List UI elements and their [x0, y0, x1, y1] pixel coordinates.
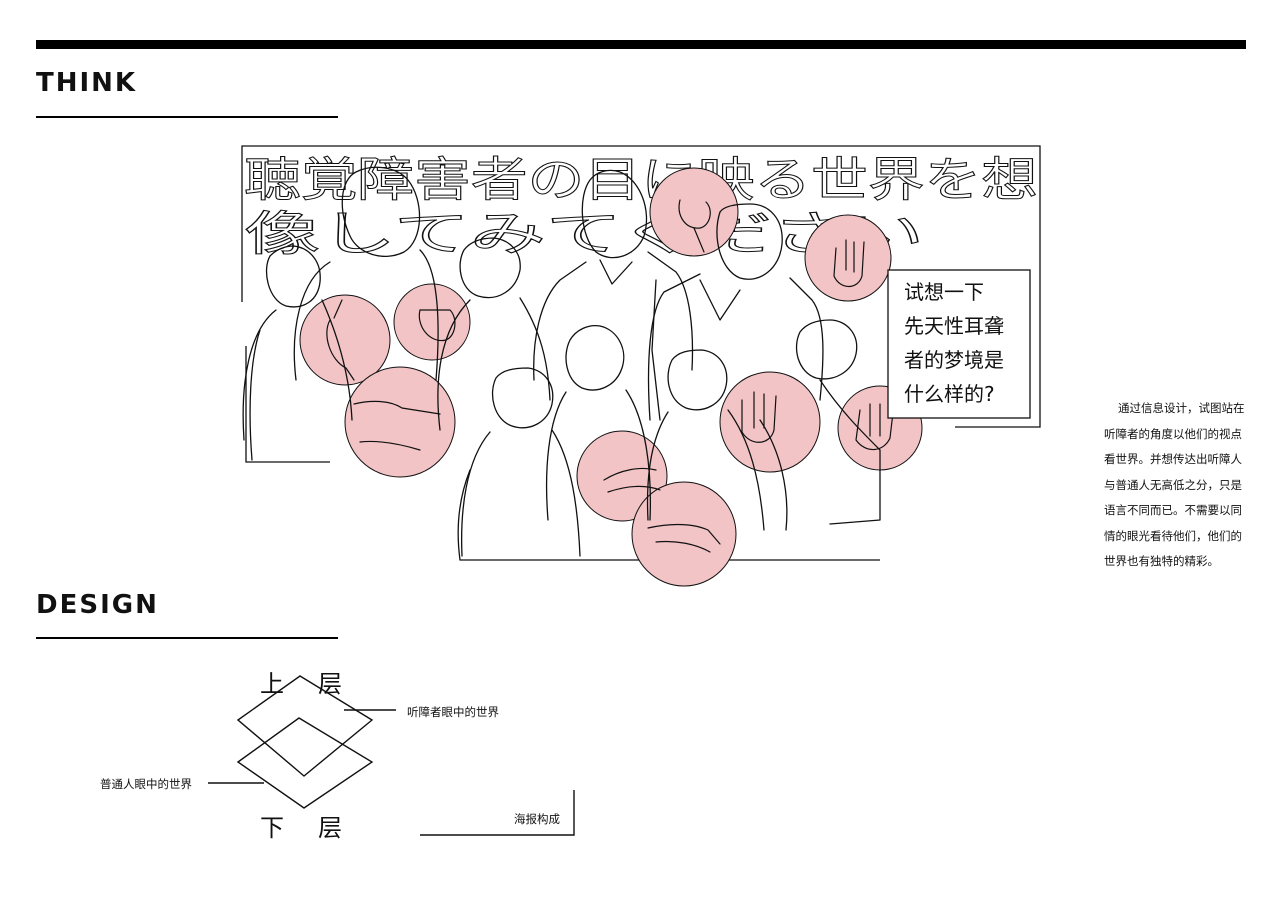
- lower-layer-caption: 普通人眼中的世界: [100, 777, 192, 791]
- section-title-design: DESIGN: [36, 590, 159, 620]
- upper-layer-label: 上层: [260, 670, 376, 698]
- composition-caption: 海报构成: [514, 812, 560, 826]
- question-text: 试想一下 先天性耳聋 者的梦境是 什么样的?: [904, 280, 1004, 406]
- section-rule-design: [36, 637, 338, 639]
- lower-layer-label: 下层: [260, 814, 376, 842]
- upper-layer-caption: 听障者眼中的世界: [407, 705, 499, 719]
- layer-diagram: [208, 675, 575, 836]
- hand-gestures: [326, 199, 895, 553]
- question-line-1: 试想一下: [904, 280, 984, 304]
- people-line-art: [242, 166, 881, 561]
- section-rule-think: [36, 116, 338, 118]
- question-box: [887, 269, 1031, 419]
- question-line-4: 什么样的?: [904, 382, 995, 406]
- poster-headline-line1: 聴覚障害者の目に映る世界を想: [244, 153, 1038, 208]
- section-title-think: THINK: [36, 68, 138, 98]
- question-line-2: 先天性耳聋: [904, 314, 1004, 338]
- question-line-3: 者的梦境是: [904, 348, 1004, 372]
- description-text: 通过信息设计，试图站在听障者的角度以他们的视点看世界。并想传达出听障人与普通人无…: [1104, 401, 1245, 568]
- highlight-circles: [299, 167, 923, 587]
- top-bar: [36, 40, 1246, 49]
